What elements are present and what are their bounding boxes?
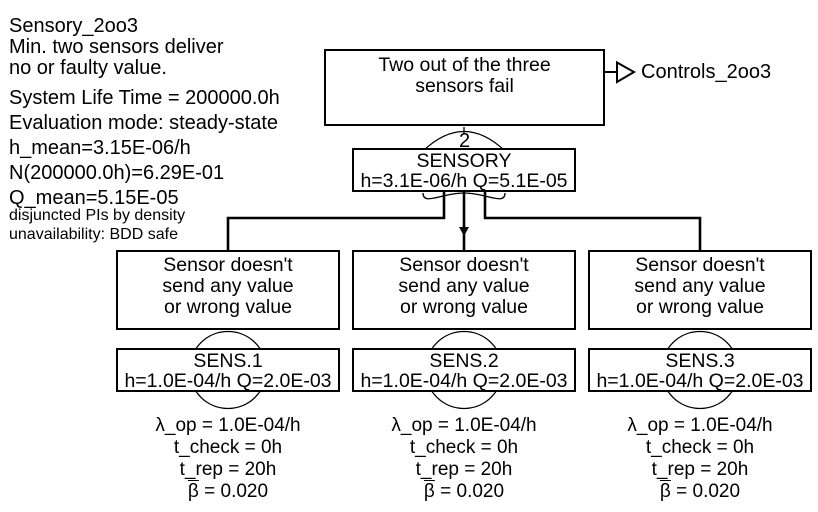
event-box-sensor-1[interactable]: Sensor doesn't send any value or wrong v…	[116, 250, 340, 330]
basic-event-values: h=1.0E-04/h Q=2.0E-03	[596, 370, 804, 392]
diagram-title: Sensory_2oo3	[9, 15, 138, 37]
param-line: t_rep = 20h	[179, 459, 277, 480]
param-line: t_check = 0h	[645, 437, 755, 458]
diagram-description-line: no or faulty value.	[9, 57, 167, 79]
param-line: t_rep = 20h	[651, 459, 749, 480]
stat-line: Evaluation mode: steady-state	[9, 112, 279, 134]
top-event-box[interactable]: Two out of the three sensors fail	[324, 49, 605, 126]
event-label: Sensor doesn't	[399, 254, 529, 276]
basic-event-box-sens3[interactable]: SENS.3 h=1.0E-04/h Q=2.0E-03	[588, 348, 812, 392]
param-line: λ_op = 1.0E-04/h	[627, 415, 773, 436]
event-label: or wrong value	[400, 296, 528, 318]
branch-connector-right	[484, 216, 702, 251]
top-event-label: Two out of the three	[378, 54, 551, 76]
event-label: Sensor doesn't	[635, 254, 765, 276]
params-sens1: λ_op = 1.0E-04/h t_check = 0h t_rep = 20…	[116, 415, 340, 503]
basic-event-name: SENS.1	[193, 350, 263, 372]
param-line: λ_op = 1.0E-04/h	[391, 415, 537, 436]
transfer-triangle-icon[interactable]	[616, 60, 637, 84]
event-label: or wrong value	[164, 296, 292, 318]
event-label: send any value	[398, 275, 530, 297]
param-line-beta: β = 0.020	[116, 481, 340, 503]
beta-value: = 0.020	[198, 481, 269, 502]
stat-line: N(200000.0h)=6.29E-01	[9, 162, 225, 184]
param-line: t_check = 0h	[173, 437, 283, 458]
diagram-description-line: Min. two sensors deliver	[9, 36, 224, 58]
basic-event-name: SENS.3	[665, 350, 735, 372]
info-block-stats: System Life Time = 200000.0h Evaluation …	[9, 86, 280, 211]
footnote-line: disjuncted PIs by density	[9, 207, 186, 224]
event-label: send any value	[162, 275, 294, 297]
param-line-beta: β = 0.020	[588, 481, 812, 503]
params-sens2: λ_op = 1.0E-04/h t_check = 0h t_rep = 20…	[352, 415, 576, 503]
beta-value: = 0.020	[434, 481, 505, 502]
stat-line: System Life Time = 200000.0h	[9, 87, 280, 109]
beta-symbol: β	[423, 481, 435, 502]
event-box-sensor-3[interactable]: Sensor doesn't send any value or wrong v…	[588, 250, 812, 330]
transfer-label[interactable]: Controls_2oo3	[641, 61, 772, 83]
top-event-label: sensors fail	[415, 75, 514, 97]
params-sens3: λ_op = 1.0E-04/h t_check = 0h t_rep = 20…	[588, 415, 812, 503]
gate-box-sensory[interactable]: SENSORY h=3.1E-06/h Q=5.1E-05	[352, 148, 576, 192]
param-line: t_rep = 20h	[415, 459, 513, 480]
info-block-footnotes: disjuncted PIs by density unavailability…	[9, 207, 185, 244]
basic-event-name: SENS.2	[429, 350, 499, 372]
gate-name: SENSORY	[416, 150, 512, 172]
beta-value: = 0.020	[670, 481, 741, 502]
event-label: Sensor doesn't	[163, 254, 293, 276]
branch-connector-left	[226, 216, 445, 251]
basic-event-box-sens2[interactable]: SENS.2 h=1.0E-04/h Q=2.0E-03	[352, 348, 576, 392]
event-label: or wrong value	[636, 296, 764, 318]
param-line: t_check = 0h	[409, 437, 519, 458]
basic-event-box-sens1[interactable]: SENS.1 h=1.0E-04/h Q=2.0E-03	[116, 348, 340, 392]
footnote-line: unavailability: BDD safe	[9, 225, 178, 243]
basic-event-values: h=1.0E-04/h Q=2.0E-03	[124, 370, 332, 392]
info-block-title: Sensory_2oo3 Min. two sensors deliver no…	[9, 16, 224, 79]
param-line: λ_op = 1.0E-04/h	[155, 415, 301, 436]
basic-event-values: h=1.0E-04/h Q=2.0E-03	[360, 370, 568, 392]
vote-gate-k-label: 2	[458, 130, 471, 152]
gate-values: h=3.1E-06/h Q=5.1E-05	[360, 170, 568, 192]
event-label: send any value	[634, 275, 766, 297]
stat-line: Q_mean=5.15E-05	[9, 187, 179, 209]
param-line-beta: β = 0.020	[352, 481, 576, 503]
beta-symbol: β	[187, 481, 199, 502]
branch-arrowhead-icon	[459, 227, 469, 236]
stat-line: h_mean=3.15E-06/h	[9, 137, 191, 159]
event-box-sensor-2[interactable]: Sensor doesn't send any value or wrong v…	[352, 250, 576, 330]
beta-symbol: β	[659, 481, 671, 502]
